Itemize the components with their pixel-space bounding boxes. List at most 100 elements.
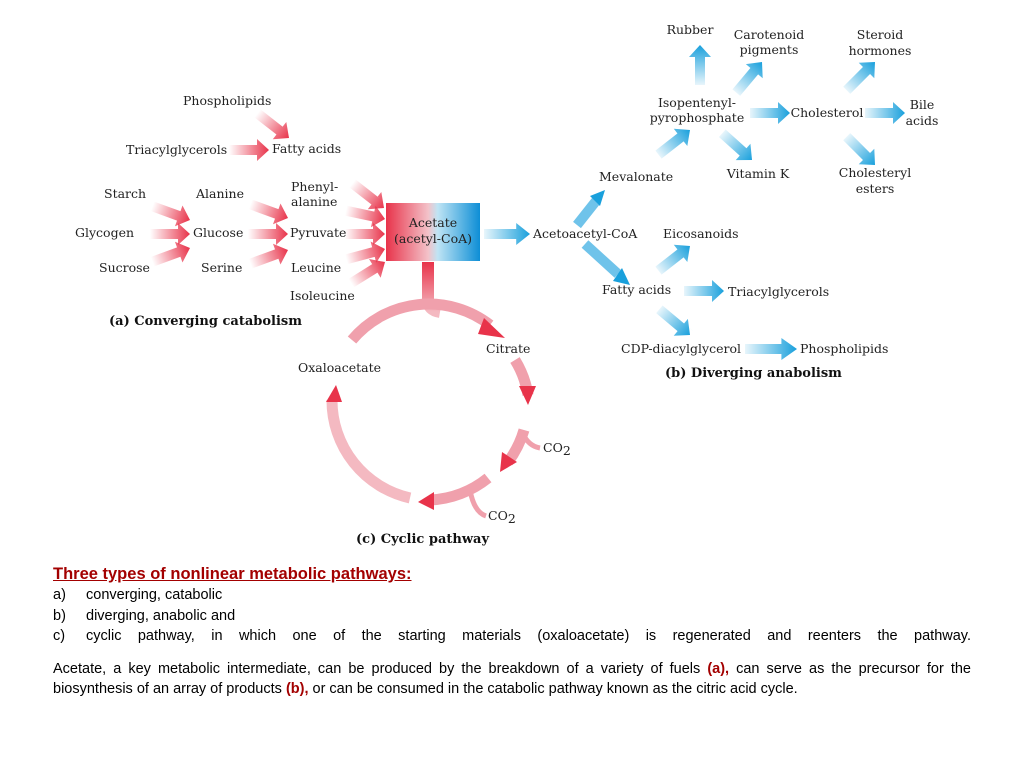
arrow-isopentenyl-to-cholesterol <box>750 102 790 124</box>
acetate-box: Acetate (acetyl-CoA) <box>386 203 480 261</box>
label-co2-2: CO2 <box>488 508 516 526</box>
arrow-cholesterol-to-bile-acids <box>865 102 905 124</box>
cyclic-pathway: Citrate Oxaloacetate CO2 CO2 (c) Cyclic … <box>298 262 571 547</box>
label-cholesterol: Cholesterol <box>791 105 864 120</box>
caption-diverging: (b) Diverging anabolism <box>665 366 842 381</box>
arrowhead-right-upper <box>519 386 536 405</box>
list-marker: a) <box>53 587 66 603</box>
label-steroid-line2: hormones <box>849 43 912 58</box>
list-item: c) cyclic pathway, in which one of the st… <box>53 626 971 647</box>
label-steroid-line1: Steroid <box>857 27 903 42</box>
arrowhead-mevalonate <box>590 190 605 206</box>
arrow-isopentenyl-to-vitamin-k <box>714 125 760 169</box>
label-rubber: Rubber <box>667 22 714 37</box>
label-bile-line2: acids <box>906 113 939 128</box>
co2-branch-1 <box>519 430 541 451</box>
list-item: b) diverging, anabolic and <box>53 606 971 627</box>
arrowhead-bottom <box>418 492 434 510</box>
label-serine: Serine <box>201 260 242 275</box>
label-carotenoid-line1: Carotenoid <box>734 27 805 42</box>
arrow-fatty-acids-to-triacylglycerols <box>684 280 724 302</box>
label-isopentenyl-line2: pyrophosphate <box>650 110 744 125</box>
label-glucose: Glucose <box>193 225 243 240</box>
label-isoleucine: Isoleucine <box>290 288 355 303</box>
list-item-text: diverging, anabolic and <box>86 607 236 624</box>
arrow-fatty-acids-to-cdp-diacylglycerol <box>652 300 698 344</box>
caption-converging: (a) Converging catabolism <box>109 314 302 329</box>
list-item: a) converging, catabolic <box>53 585 971 606</box>
arrow-fatty-acids-to-eicosanoids <box>651 237 697 280</box>
label-leucine: Leucine <box>291 260 341 275</box>
caption-title: Three types of nonlinear metabolic pathw… <box>53 565 412 583</box>
label-pyruvate: Pyruvate <box>290 225 346 240</box>
label-eicosanoids: Eicosanoids <box>663 226 739 241</box>
para-text-3: or can be consumed in the catabolic path… <box>308 681 798 697</box>
para-text-1: Acetate, a key metabolic intermediate, c… <box>53 660 708 677</box>
label-phospholipids-b: Phospholipids <box>800 341 888 356</box>
label-phenylalanine-line2: alanine <box>291 194 337 209</box>
label-phospholipids-a: Phospholipids <box>183 93 271 108</box>
label-carotenoid-line2: pigments <box>740 42 799 57</box>
label-fatty-acids-b: Fatty acids <box>602 282 671 297</box>
arrow-glucose-to-pyruvate <box>248 223 288 245</box>
arrow-starch-to-glucose <box>148 195 194 231</box>
arrow-serine-to-pyruvate <box>246 239 292 275</box>
caption-cyclic: (c) Cyclic pathway <box>356 532 489 547</box>
label-oxaloacetate: Oxaloacetate <box>298 360 381 375</box>
arrow-sucrose-to-glucose <box>148 237 194 273</box>
arc-bottom <box>429 473 492 506</box>
label-alanine: Alanine <box>195 186 244 201</box>
acetate-label-line1: Acetate <box>408 215 457 230</box>
diverging-anabolism: Acetoacetyl-CoA Mevalonate Isopentenyl- … <box>484 22 938 381</box>
pathway-type-list: a) converging, catabolic b) diverging, ana… <box>53 585 971 647</box>
label-starch: Starch <box>104 186 146 201</box>
arrowhead-right-lower <box>500 452 517 472</box>
arrowhead-fatty-acids-b <box>613 268 630 285</box>
label-phenylalanine-line1: Phenyl- <box>291 179 338 194</box>
arrow-triacylglycerols-to-fatty-acids <box>229 139 269 161</box>
label-cholesteryl-line1: Cholesteryl <box>839 165 911 180</box>
arrow-alanine-to-pyruvate <box>246 193 292 229</box>
label-mevalonate: Mevalonate <box>599 169 673 184</box>
label-acetoacetyl-coa: Acetoacetyl-CoA <box>532 226 638 241</box>
caption-paragraph: Acetate, a key metabolic intermediate, c… <box>53 659 971 700</box>
para-highlight-a: (a), <box>707 660 730 677</box>
acetate-box-rect <box>386 203 480 261</box>
para-highlight-b: (b), <box>285 681 309 697</box>
arrow-acetate-to-acetoacetyl-coa <box>484 223 530 245</box>
label-triacylglycerols-b: Triacylglycerols <box>728 284 829 299</box>
list-item-text: converging, catabolic <box>86 587 223 603</box>
arrow-cdp-to-phospholipids <box>745 338 797 360</box>
slide-caption: Three types of nonlinear metabolic pathw… <box>53 563 971 700</box>
label-triacylglycerols-a: Triacylglycerols <box>126 142 227 157</box>
label-vitamin-k: Vitamin K <box>726 166 790 181</box>
arrow-glycogen-to-glucose <box>150 223 190 245</box>
list-item-text: cyclic pathway, in which one of the star… <box>86 628 971 644</box>
arrow-acetoacetyl-to-fatty-acids <box>581 240 622 278</box>
converging-catabolism: Phospholipids Triacylglycerols Fatty aci… <box>75 93 391 329</box>
co2-branch-2 <box>467 489 487 519</box>
acetate-label-line2: (acetyl-CoA) <box>394 231 472 246</box>
label-sucrose: Sucrose <box>99 260 150 275</box>
list-marker: c) <box>53 628 66 644</box>
arc-top <box>347 298 494 344</box>
list-marker: b) <box>53 607 66 624</box>
label-bile-line1: Bile <box>910 97 935 112</box>
label-fatty-acids-a: Fatty acids <box>272 141 341 156</box>
label-isopentenyl-line1: Isopentenyl- <box>658 95 736 110</box>
arrowhead-oxaloacetate <box>326 385 342 402</box>
label-glycogen: Glycogen <box>75 225 134 240</box>
arrowhead-citrate <box>478 318 505 338</box>
arrow-cholesterol-to-steroid-hormones <box>838 54 883 99</box>
label-co2-1: CO2 <box>543 440 571 458</box>
label-citrate: Citrate <box>486 341 530 356</box>
metabolic-pathways-figure: Phospholipids Triacylglycerols Fatty aci… <box>75 22 938 547</box>
label-cholesteryl-line2: esters <box>856 181 895 196</box>
para-text-2: can serve as the precursor for the biosy… <box>53 660 971 698</box>
arrow-acetoacetyl-to-mevalonate <box>573 197 600 229</box>
arrow-isopentenyl-to-rubber <box>689 45 711 85</box>
arrow-isopentenyl-to-carotenoid <box>727 54 771 100</box>
arrow-pyruvate-to-acetate <box>345 223 385 245</box>
arc-left <box>326 399 412 504</box>
label-cdp-diacylglycerol: CDP-diacylglycerol <box>621 341 741 356</box>
